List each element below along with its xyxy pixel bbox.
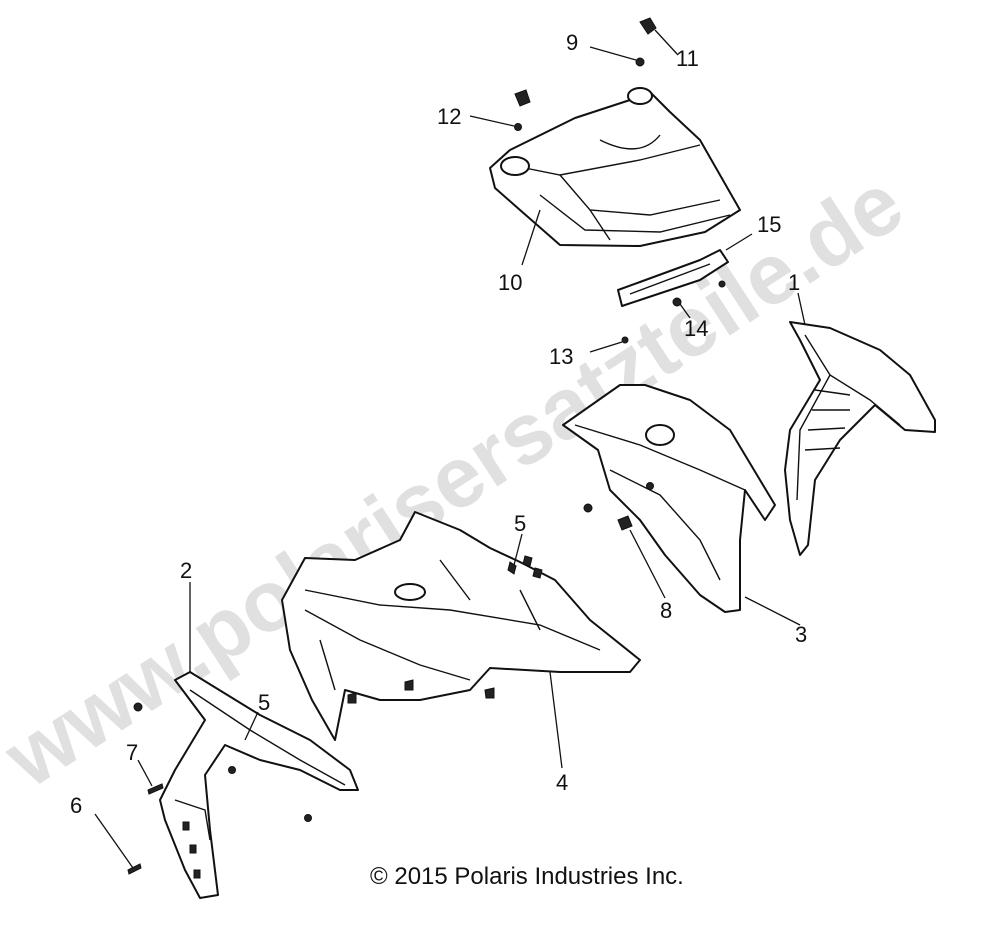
callouts: 1 2 3 4 5 5 6 7 8 9 10 11 12 13 14 15 <box>70 30 807 818</box>
part-1-side-panel <box>784 321 936 556</box>
part-10-hood <box>489 87 741 247</box>
part-3-fender <box>562 384 776 613</box>
callout-11: 11 <box>676 46 699 71</box>
part-15-bracket <box>617 249 729 307</box>
callout-8: 8 <box>660 598 672 623</box>
callout-9: 9 <box>566 30 578 55</box>
callout-7: 7 <box>126 740 138 765</box>
callout-5b: 5 <box>258 690 270 715</box>
callout-1: 1 <box>788 270 800 295</box>
callout-14: 14 <box>684 316 708 341</box>
callout-2: 2 <box>180 558 192 583</box>
callout-12: 12 <box>437 104 461 129</box>
callout-5a: 5 <box>514 511 526 536</box>
copyright-text: © 2015 Polaris Industries Inc. <box>370 863 684 890</box>
callout-6: 6 <box>70 793 82 818</box>
callout-4: 4 <box>556 770 568 795</box>
part-4-hood <box>281 511 641 741</box>
hardware-top <box>514 17 726 344</box>
leader-lines <box>94 29 806 869</box>
part-2-side-panel <box>127 671 359 899</box>
callout-10: 10 <box>498 270 522 295</box>
callout-3: 3 <box>795 622 807 647</box>
callout-13: 13 <box>549 344 573 369</box>
callout-15: 15 <box>757 212 781 237</box>
